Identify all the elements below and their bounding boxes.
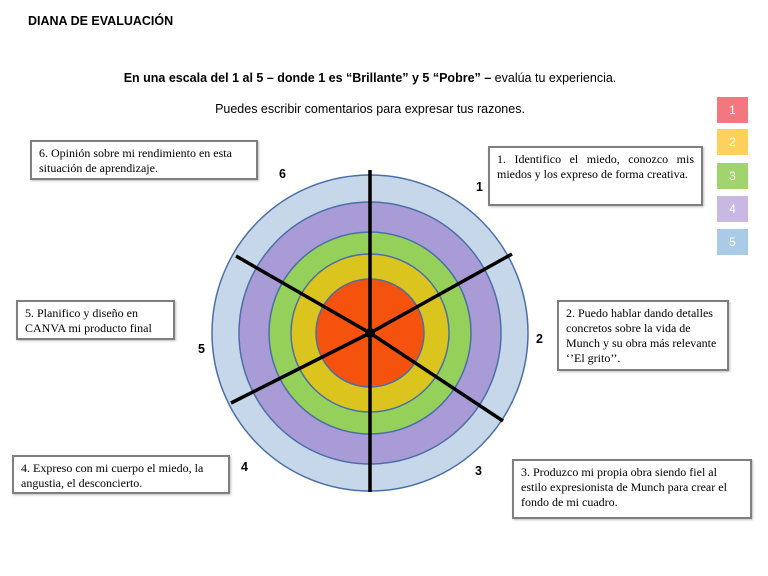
- divider-line: [230, 331, 371, 405]
- target-center: [365, 328, 375, 338]
- scale-swatch-4: 4: [717, 196, 748, 222]
- criterion-box-6: 6. Opinión sobre mi rendimiento en esta …: [30, 140, 258, 180]
- divider-line: [369, 331, 504, 423]
- sector-number-4: 4: [241, 460, 248, 474]
- instruction-normal: evalúa tu experiencia.: [491, 71, 617, 85]
- scale-swatch-3: 3: [717, 163, 748, 189]
- criterion-box-3: 3. Produzco mi propia obra siendo fiel a…: [512, 459, 752, 519]
- sector-number-5: 5: [198, 342, 205, 356]
- criterion-box-4: 4. Expreso con mi cuerpo el miedo, la an…: [12, 455, 230, 494]
- criterion-box-2: 2. Puedo hablar dando detalles concretos…: [557, 300, 729, 371]
- instruction-bold: En una escala del 1 al 5 – donde 1 es “B…: [123, 71, 492, 85]
- instruction-text: En una escala del 1 al 5 – donde 1 es “B…: [0, 71, 740, 85]
- criterion-box-1: 1. Identifico el miedo, conozco mis mied…: [488, 146, 703, 206]
- scale-swatch-1: 1: [717, 97, 748, 123]
- sector-number-3: 3: [475, 464, 482, 478]
- sector-number-2: 2: [536, 332, 543, 346]
- page-title: DIANA DE EVALUACIÓN: [28, 14, 174, 28]
- sector-number-6: 6: [279, 167, 286, 181]
- scale-swatch-2: 2: [717, 129, 748, 155]
- comment-note: Puedes escribir comentarios para expresa…: [215, 102, 525, 116]
- divider-line: [235, 254, 371, 335]
- sector-dividers: [230, 170, 513, 492]
- criterion-box-5: 5. Planifico y diseño en CANVA mi produc…: [16, 300, 175, 340]
- sector-number-1: 1: [476, 180, 483, 194]
- scale-swatch-5: 5: [717, 229, 748, 255]
- divider-line: [369, 252, 513, 335]
